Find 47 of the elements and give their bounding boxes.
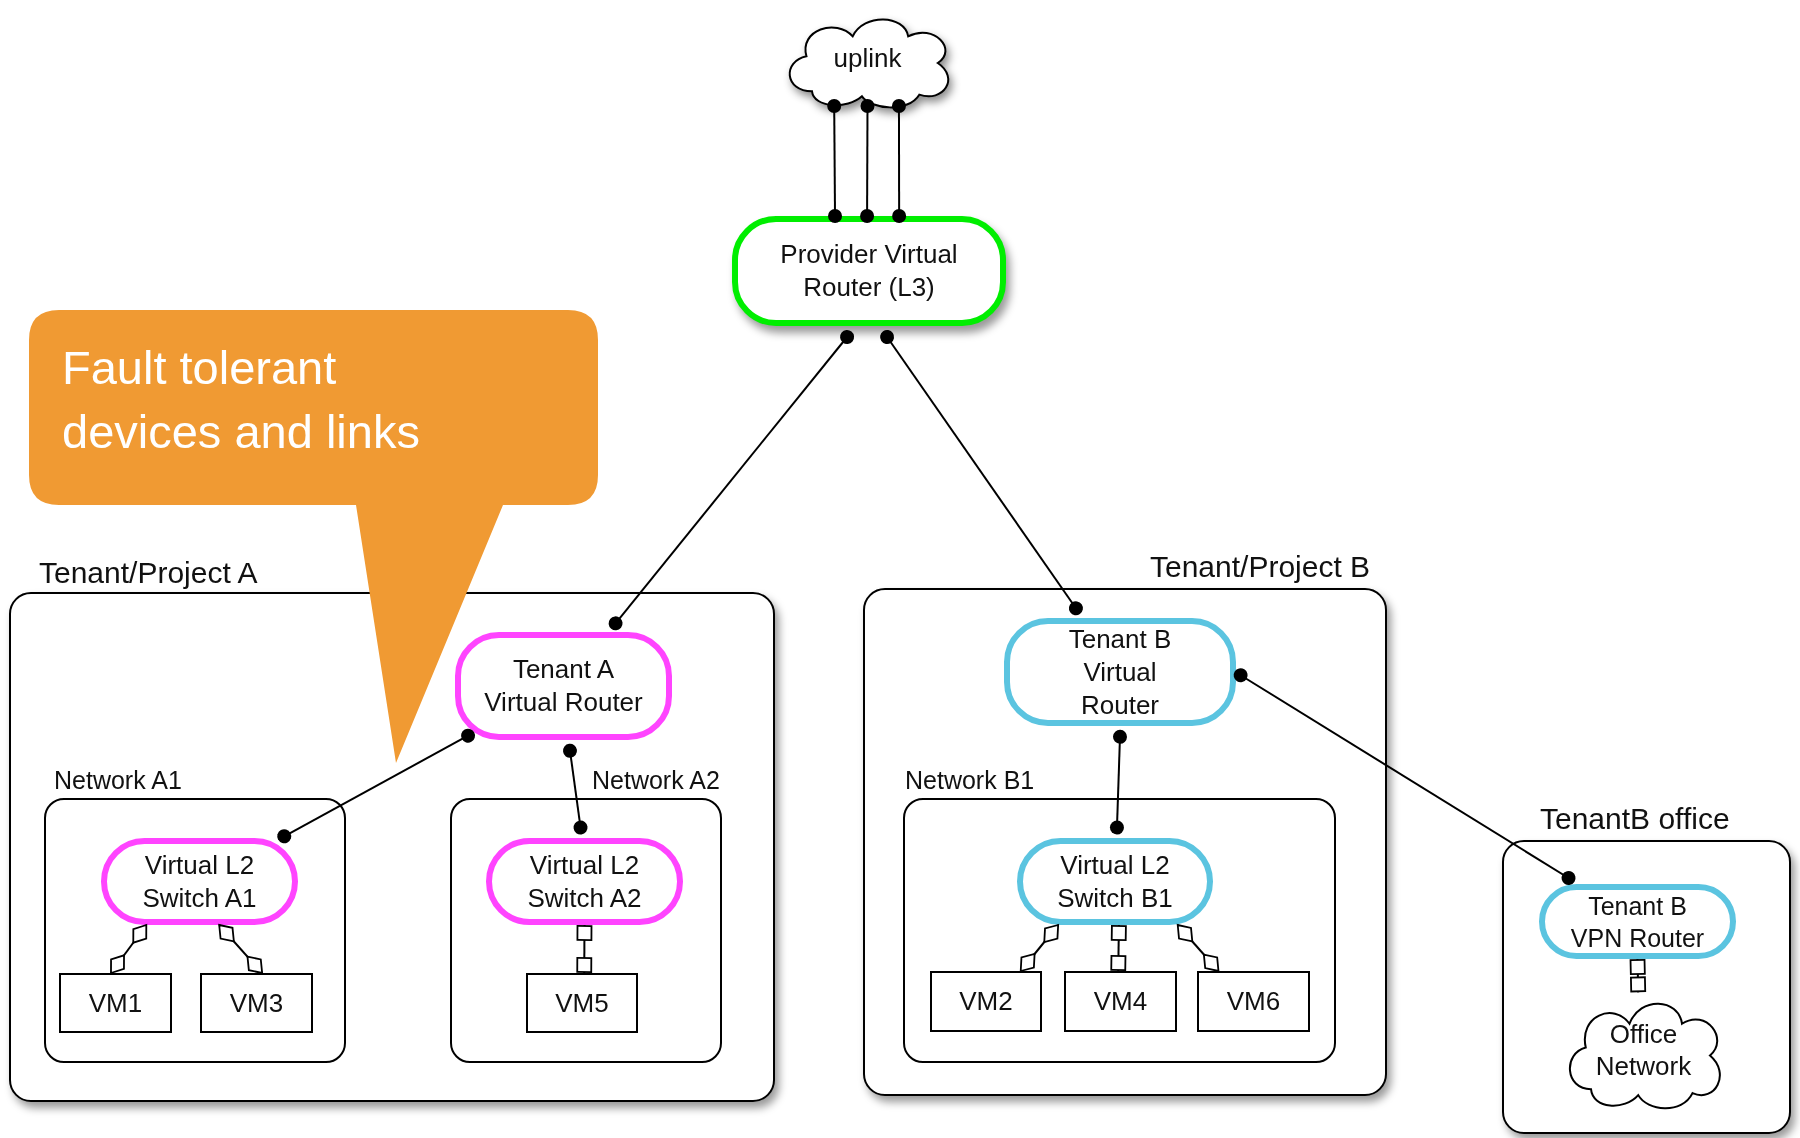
vm-box <box>1197 971 1310 1032</box>
connector-line <box>563 743 588 835</box>
connector-line <box>576 924 593 974</box>
node-label: Office Network <box>1594 1017 1693 1082</box>
connector-line <box>277 728 475 844</box>
router-box <box>455 632 672 740</box>
node-label: Tenant B Virtual Router <box>1067 622 1173 722</box>
group-heading: Network B1 <box>905 766 1035 795</box>
connector-line <box>1233 668 1576 885</box>
group-heading: Network A1 <box>54 766 182 795</box>
connector-line <box>608 330 855 631</box>
node-label: Virtual L2 Switch A2 <box>526 848 643 915</box>
connector-line <box>860 99 875 223</box>
connector-line <box>1176 924 1220 972</box>
node-label: Tenant B VPN Router <box>1569 890 1706 954</box>
node-label: Virtual L2 Switch A1 <box>141 848 258 915</box>
vm-box <box>200 973 313 1033</box>
connector-line <box>110 924 148 974</box>
router-box <box>732 216 1006 326</box>
group-heading: Tenant/Project B <box>1150 550 1371 584</box>
connector-line <box>880 330 1083 616</box>
node-label: VM6 <box>1226 986 1281 1017</box>
node-label: Virtual L2 Switch B1 <box>1056 848 1174 915</box>
connector-line <box>1110 924 1127 972</box>
vm-box <box>526 973 638 1033</box>
node-label: VM1 <box>88 987 143 1019</box>
node-label: uplink <box>832 42 903 74</box>
node-label: VM5 <box>555 987 609 1019</box>
node-label: VM4 <box>1093 986 1148 1017</box>
group-heading: Tenant/Project A <box>39 556 258 590</box>
group-heading: Network A2 <box>592 766 720 795</box>
connector-line <box>891 99 907 223</box>
connector-line <box>1019 924 1060 972</box>
node-label: VM3 <box>229 987 284 1019</box>
connector-line <box>1629 958 1647 994</box>
connector-line <box>218 924 264 974</box>
group-heading: TenantB office <box>1540 802 1730 836</box>
node-label: VM2 <box>959 986 1013 1017</box>
vm-box <box>59 973 172 1033</box>
connector-line <box>1109 729 1127 835</box>
vm-box <box>930 971 1042 1032</box>
connector-line <box>827 99 842 223</box>
node-label: Provider Virtual Router (L3) <box>779 238 959 304</box>
callout-text: Fault tolerant devices and links <box>62 340 421 460</box>
vm-box <box>1064 971 1177 1032</box>
router-box <box>1004 618 1236 726</box>
node-label: Tenant A Virtual Router <box>483 653 644 719</box>
